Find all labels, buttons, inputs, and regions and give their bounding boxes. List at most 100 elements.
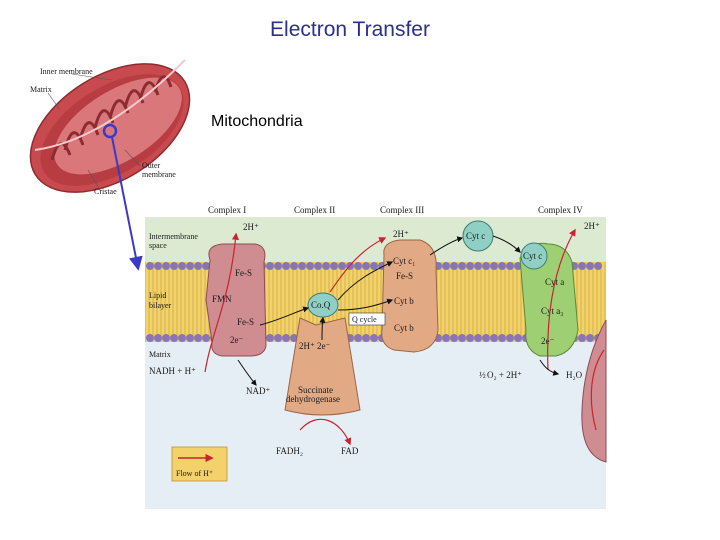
- fadh2-arrow-icon: [299, 418, 352, 446]
- label-cristae: Cristae: [94, 187, 117, 196]
- label-h2o: H₂O: [566, 370, 583, 380]
- c1-fes-bottom: Fe-S: [237, 317, 254, 327]
- complex-2-shape: [284, 317, 361, 416]
- complex-3-shape: [381, 239, 439, 353]
- lipid-head: [186, 262, 194, 270]
- c4-2h: 2H⁺: [584, 221, 600, 231]
- c3-cytb-2: Cyt b: [394, 323, 414, 333]
- lipid-head: [306, 262, 314, 270]
- label-flow: Flow of H⁺: [176, 469, 213, 478]
- lipid-head: [474, 334, 482, 342]
- succinate-2: dehydrogenase: [286, 394, 340, 404]
- lipid-head: [274, 334, 282, 342]
- label-matrix-mito: Matrix: [30, 85, 52, 94]
- nad-arrow-icon: [237, 359, 257, 386]
- lipid-head: [154, 262, 162, 270]
- label-o2-half: ½: [479, 370, 486, 380]
- c3-2h: 2H⁺: [393, 229, 409, 239]
- c1-fmn: FMN: [212, 294, 232, 304]
- label-outer-1: Outer: [142, 161, 161, 170]
- lipid-head: [290, 262, 298, 270]
- flow-legend: Flow of H⁺: [171, 446, 228, 482]
- lipid-head: [162, 334, 170, 342]
- lipid-head: [194, 262, 202, 270]
- c3-fes: Fe-S: [396, 271, 413, 281]
- pointer-arrow-icon: [111, 136, 143, 271]
- lipid-head: [146, 262, 154, 270]
- lipid-head: [506, 334, 514, 342]
- label-coq: Co.Q: [311, 300, 331, 310]
- lipid-head: [186, 334, 194, 342]
- qcycle-box: [348, 312, 386, 326]
- pointer-circle-icon: [102, 123, 118, 139]
- lipid-head: [354, 334, 362, 342]
- lipid-head: [282, 262, 290, 270]
- lipid-head: [586, 334, 594, 342]
- label-matrix-region: Matrix: [149, 350, 171, 359]
- lipid-head: [274, 262, 282, 270]
- lipid-head: [170, 334, 178, 342]
- lipid-head: [322, 262, 330, 270]
- atp-proton-arrow-icon: [590, 349, 605, 431]
- mitochondrion-illustration: [29, 59, 191, 193]
- lipid-head: [178, 262, 186, 270]
- label-intermembrane-2: space: [149, 241, 167, 250]
- coq-to-c3-arrow-icon: [337, 261, 394, 301]
- c2-to-coq-arrow-icon: [319, 316, 326, 341]
- c3-cytb-1: Cyt b: [394, 296, 414, 306]
- lipid-head: [442, 334, 450, 342]
- slide-title: Electron Transfer: [270, 18, 430, 41]
- lipid-head: [586, 262, 594, 270]
- label-cytc-b: Cyt c: [523, 251, 542, 261]
- succinate-1: Succinate: [298, 385, 333, 395]
- lipid-head: [266, 334, 274, 342]
- c3-proton-arrow-icon: [329, 237, 387, 293]
- c1-to-coq-arrow-icon: [259, 306, 310, 326]
- c2-2h2e: 2H⁺ 2e⁻: [299, 341, 330, 351]
- label-inner-membrane: Inner membrane: [40, 67, 93, 76]
- lipid-head: [338, 262, 346, 270]
- complex-1-label: Complex I: [208, 205, 246, 215]
- lipid-head: [162, 262, 170, 270]
- complex-4-label: Complex IV: [538, 205, 583, 215]
- label-cyta3: Cyt a₃: [541, 306, 563, 316]
- lipid-head: [490, 262, 498, 270]
- lipid-head: [450, 334, 458, 342]
- lipid-head: [282, 334, 290, 342]
- lipid-head: [146, 334, 154, 342]
- c1-proton-arrow-icon: [204, 232, 240, 373]
- lipid-head: [202, 334, 210, 342]
- cytc-to-c4-arrow-icon: [492, 235, 521, 253]
- lipid-head: [594, 262, 602, 270]
- lipid-head: [514, 334, 522, 342]
- lipid-head: [354, 262, 362, 270]
- complex-4-shape: [519, 242, 579, 357]
- c3-cytc1: Cyt c₁: [393, 256, 415, 266]
- lipid-head: [362, 334, 370, 342]
- lipid-head: [170, 262, 178, 270]
- lipid-head: [490, 334, 498, 342]
- lipid-head: [578, 334, 586, 342]
- lipid-head: [458, 334, 466, 342]
- c3-to-cytc-arrow-icon: [429, 236, 464, 256]
- lipid-head: [466, 262, 474, 270]
- label-lipid-1: Lipid: [149, 291, 166, 300]
- lipid-head: [466, 334, 474, 342]
- lipid-head: [194, 334, 202, 342]
- mito-label-lines: [47, 73, 141, 191]
- lipid-head: [498, 334, 506, 342]
- lipid-head: [474, 262, 482, 270]
- label-nadh: NADH + H⁺: [149, 366, 196, 376]
- label-fad: FAD: [341, 446, 359, 456]
- cytc-bound-shape: [520, 242, 548, 270]
- label-lipid-2: bilayer: [149, 301, 172, 310]
- label-nad: NAD⁺: [246, 386, 270, 396]
- lipid-head: [370, 334, 378, 342]
- c1-2h: 2H⁺: [243, 222, 259, 232]
- complex-2-label: Complex II: [294, 205, 335, 215]
- c1-fes-top: Fe-S: [235, 268, 252, 278]
- label-o2: O₂ + 2H⁺: [487, 370, 522, 380]
- lipid-head: [578, 262, 586, 270]
- lipid-head: [178, 334, 186, 342]
